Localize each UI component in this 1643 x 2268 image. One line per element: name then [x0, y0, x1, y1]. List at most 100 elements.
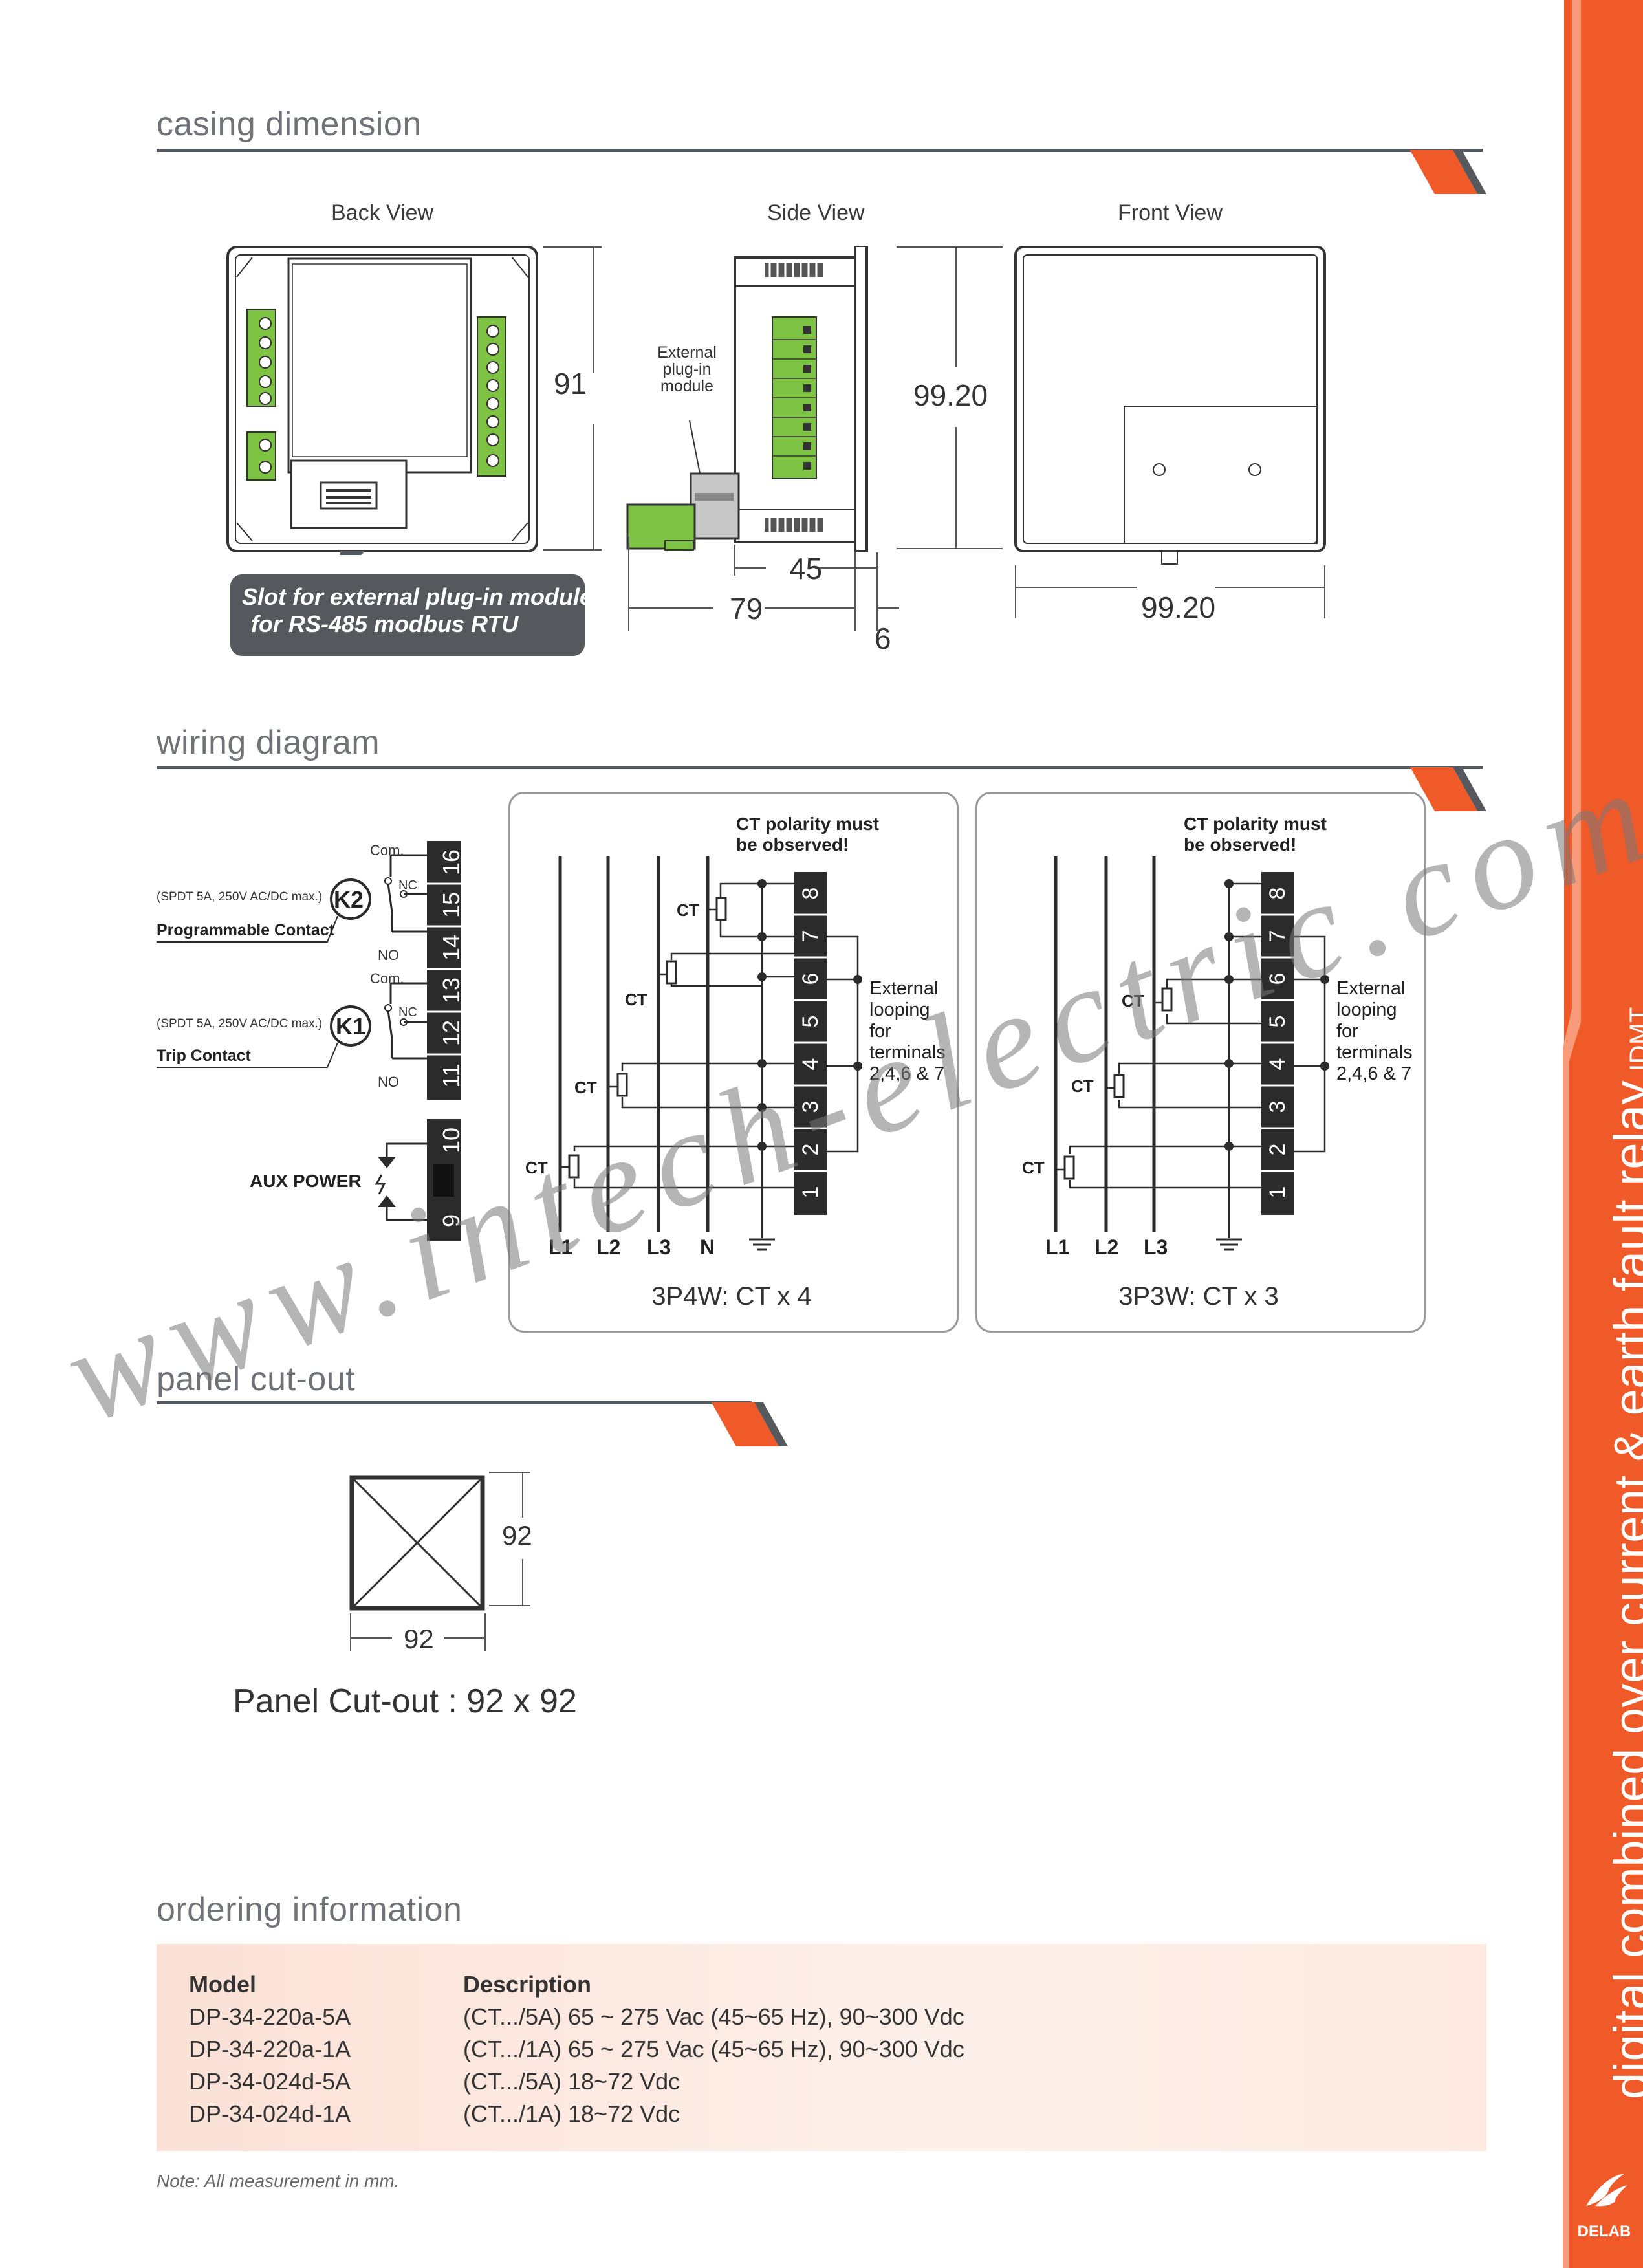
sidebar-band [1563, 0, 1643, 2268]
label-side-view: Side View [767, 201, 865, 225]
dim-79-label: 79 [730, 592, 763, 626]
line-3w-l1: L1 [1045, 1236, 1070, 1259]
ordering-model: DP-34-220a-5A [189, 2003, 351, 2030]
title-3p3w: 3P3W: CT x 3 [1118, 1282, 1279, 1311]
section-title-cutout: panel cut-out [157, 1360, 356, 1398]
section-title-wiring: wiring diagram [157, 724, 380, 761]
terminal-11: 11 [438, 1063, 464, 1088]
ct-label-3w-l3: CT [1122, 991, 1144, 1010]
sidebar-title: digital combined over current & earth fa… [1604, 1007, 1643, 2099]
ordering-table: Model Description DP-34-220a-5A (CT.../5… [157, 1944, 1486, 2151]
ext-loop-4w: External looping for terminals 2,4,6 & 7 [869, 978, 946, 1085]
label-front-view: Front View [1118, 201, 1223, 225]
front-view-drawing [1014, 246, 1326, 618]
ct-polarity-4w-line1: CT polarity must [736, 814, 879, 834]
ordering-head-model: Model [189, 1971, 256, 1998]
k1-no-label: NO [378, 1074, 399, 1090]
ext-loop-3w-l1: External [1336, 978, 1406, 999]
section-rule-wiring [157, 766, 1483, 769]
section-title-ordering: ordering information [157, 1891, 462, 1928]
ext-loop-4w-l2: looping [869, 999, 930, 1020]
terminal-10: 10 [438, 1127, 464, 1154]
section-accent-cutout [712, 1402, 788, 1446]
ct-label-4w-l1: CT [525, 1158, 548, 1177]
wiring-3p4w-drawing [558, 856, 862, 1251]
ordering-model: DP-34-220a-1A [189, 2036, 351, 2062]
ext-loop-3w-l2: looping [1336, 999, 1397, 1020]
k1-com-label: Com. [370, 970, 404, 987]
ct-label-4w-n: CT [677, 900, 699, 920]
ct-polarity-3w-line1: CT polarity must [1184, 814, 1327, 834]
sidebar-light-stripe [1563, 0, 1581, 2268]
delab-logo-icon [1586, 2174, 1627, 2207]
ct-polarity-4w-line2: be observed! [736, 834, 849, 855]
cutout-dim-w-label: 92 [404, 1624, 434, 1654]
cutout-drawing [349, 1472, 530, 1651]
wiring-3p3w-drawing [1054, 856, 1329, 1251]
sidebar-title-suffix: IDMT [1625, 1007, 1643, 1071]
table-row: DP-34-024d-5A (CT.../5A) 18~72 Vdc [189, 2068, 680, 2095]
ext-module-label: External plug-in module [653, 344, 721, 395]
ct-label-4w-l3: CT [625, 990, 647, 1009]
ext-loop-4w-l5: 2,4,6 & 7 [869, 1063, 945, 1084]
ext-loop-3w-l5: 2,4,6 & 7 [1336, 1063, 1412, 1084]
panel-3p3w [975, 792, 1426, 1333]
title-3p4w: 3P4W: CT x 4 [651, 1282, 812, 1311]
t3w-2: 2 [1265, 1143, 1290, 1156]
line-3w-l3: L3 [1144, 1236, 1168, 1259]
ct-label-3w-l2: CT [1071, 1076, 1094, 1096]
relay-terminal-drawing [157, 841, 461, 1241]
side-view-dims [628, 246, 1003, 631]
sidebar-title-text: digital combined over current & earth fa… [1604, 1080, 1643, 2099]
terminal-16: 16 [438, 849, 464, 876]
table-row: DP-34-220a-1A (CT.../1A) 65 ~ 275 Vac (4… [189, 2036, 964, 2063]
dim-91-label: 91 [554, 367, 587, 400]
section-title-casing: casing dimension [157, 105, 422, 143]
line-4w-l2: L2 [596, 1236, 621, 1259]
aux-power-label: AUX POWER [250, 1171, 362, 1191]
t4w-8: 8 [798, 887, 823, 900]
ct-label-3w-l1: CT [1022, 1158, 1045, 1177]
ct-polarity-3w-line2: be observed! [1184, 834, 1297, 855]
back-view-drawing [226, 246, 538, 555]
rs485-slot-callout: Slot for external plug-in module for RS-… [230, 574, 593, 656]
k2-function-label: Programmable Contact [157, 921, 335, 939]
terminal-14: 14 [438, 934, 464, 961]
ordering-desc: (CT.../1A) 18~72 Vdc [463, 2100, 680, 2127]
ct-polarity-4w: CT polarity must be observed! [736, 814, 879, 855]
ext-module-label-3: module [660, 377, 713, 395]
ext-loop-3w-l3: for [1336, 1021, 1358, 1041]
ordering-desc: (CT.../5A) 18~72 Vdc [463, 2068, 680, 2095]
section-rule-cutout [157, 1401, 752, 1404]
terminal-12: 12 [438, 1020, 464, 1047]
t4w-6: 6 [798, 972, 823, 985]
k2-com-label: Com. [370, 842, 404, 858]
line-4w-l1: L1 [549, 1236, 573, 1259]
ct-polarity-3w: CT polarity must be observed! [1184, 814, 1327, 855]
ordering-desc: (CT.../1A) 65 ~ 275 Vac (45~65 Hz), 90~3… [463, 2036, 964, 2062]
k1-function-label: Trip Contact [157, 1047, 251, 1065]
k1-nc-label: NC [398, 1005, 417, 1020]
ext-loop-4w-l4: terminals [869, 1042, 946, 1063]
ext-loop-3w-l4: terminals [1336, 1042, 1413, 1063]
measurement-note: Note: All measurement in mm. [157, 2171, 400, 2191]
terminal-13: 13 [438, 977, 464, 1004]
k1-label: K1 [336, 1013, 366, 1040]
line-4w-l3: L3 [647, 1236, 671, 1259]
ext-module-label-2: plug-in [662, 360, 712, 378]
ext-loop-4w-l1: External [869, 978, 939, 999]
dim-45-label: 45 [789, 552, 823, 585]
t3w-3: 3 [1265, 1100, 1290, 1113]
ordering-model: DP-34-024d-1A [189, 2100, 351, 2127]
panel-3p4w [508, 792, 959, 1333]
ext-module-label-1: External [657, 343, 717, 362]
section-rule-casing [157, 149, 1483, 152]
dim-91-lines [543, 246, 602, 551]
dim-9920-vertical-label: 99.20 [913, 378, 988, 412]
callout-line-1: Slot for external plug-in module [242, 583, 593, 610]
t3w-1: 1 [1265, 1186, 1290, 1199]
ct-label-4w-l2: CT [574, 1078, 597, 1097]
table-row: DP-34-220a-5A (CT.../5A) 65 ~ 275 Vac (4… [189, 2003, 964, 2031]
k2-label: K2 [334, 886, 364, 913]
ordering-header: Model Description [189, 1971, 591, 1998]
